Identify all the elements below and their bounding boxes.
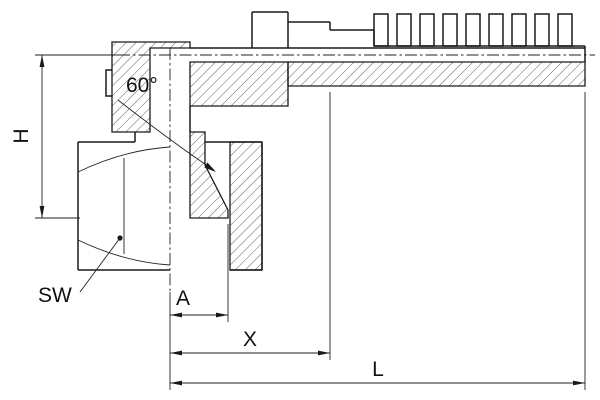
cone-angle-arrowhead bbox=[204, 162, 216, 172]
label-sw: SW bbox=[38, 284, 72, 307]
label-h: H bbox=[10, 128, 33, 143]
hose-barb-rib bbox=[442, 13, 458, 47]
hose-barb-rib bbox=[373, 13, 389, 47]
label-l: L bbox=[372, 358, 384, 381]
sw-leader-line bbox=[79, 237, 121, 293]
dimension-h: H bbox=[10, 54, 118, 219]
dim-l-arrow-left bbox=[170, 380, 182, 386]
dimension-a: A bbox=[170, 224, 229, 322]
label-cone-angle: 60° bbox=[126, 74, 158, 97]
dim-x-arrow-left bbox=[170, 350, 182, 356]
hose-barb-rib bbox=[419, 13, 435, 47]
elbow-body-section bbox=[111, 41, 191, 133]
label-x: X bbox=[243, 328, 257, 351]
dim-a-arrow-left bbox=[170, 312, 182, 318]
hose-barb-rib bbox=[511, 13, 527, 47]
nut-bottom-chamfer-arc bbox=[77, 239, 171, 266]
sw-reference-dot bbox=[117, 235, 123, 241]
hose-barb-rib bbox=[557, 13, 573, 47]
hose-barb-rib bbox=[488, 13, 504, 47]
dim-a-arrow-right bbox=[216, 312, 228, 318]
dim-h-arrow-bottom bbox=[39, 206, 45, 218]
hose-barb-rib bbox=[465, 13, 481, 47]
dim-l-arrow-right bbox=[573, 380, 585, 386]
nipple-wall-section-far bbox=[287, 61, 586, 87]
nut-top-chamfer-arc bbox=[77, 146, 171, 173]
dimension-x: X bbox=[170, 92, 331, 360]
dim-h-arrow-top bbox=[39, 55, 45, 67]
hose-barb-rib bbox=[534, 13, 550, 47]
dimension-l: L bbox=[170, 92, 586, 390]
stem-section-with-cone bbox=[189, 131, 229, 219]
nut-wall-section bbox=[229, 141, 263, 271]
elbow-step-detail bbox=[105, 69, 112, 97]
hose-barb-rib bbox=[396, 13, 412, 47]
label-a: A bbox=[176, 287, 190, 310]
fitting-body bbox=[77, 11, 586, 271]
dimension-sw: SW bbox=[38, 235, 123, 307]
nipple-wall-section-near bbox=[189, 61, 289, 107]
dim-x-arrow-right bbox=[318, 350, 330, 356]
dimension-cone-angle: 60° bbox=[117, 74, 216, 172]
